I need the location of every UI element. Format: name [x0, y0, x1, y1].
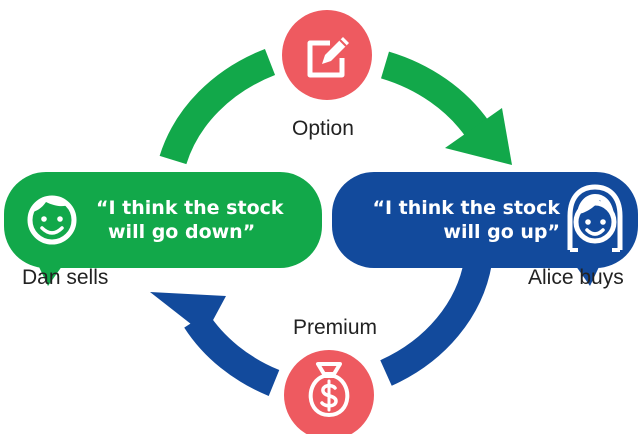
seller-quote: “I think the stock will go down” — [96, 196, 284, 244]
blue-arc-buyer-to-premium — [380, 259, 492, 386]
option-node — [282, 10, 372, 100]
green-arc-option-to-buyer — [380, 51, 490, 139]
buyer-quote-line2: will go up” — [443, 221, 560, 243]
buyer-name-label: Alice buys — [528, 266, 624, 289]
green-arc-seller-to-option — [159, 48, 276, 165]
buyer-speech-bubble — [332, 172, 638, 286]
blue-arrow-head — [150, 292, 226, 335]
buyer-quote: “I think the stock will go up” — [358, 196, 560, 244]
money-bag-icon — [308, 362, 350, 417]
smiling-man-icon — [27, 195, 77, 245]
seller-quote-line1: “I think the stock — [96, 197, 284, 219]
buyer-quote-line1: “I think the stock — [372, 197, 560, 219]
premium-label: Premium — [293, 316, 378, 339]
seller-speech-bubble — [4, 172, 322, 286]
seller-quote-line2: will go down” — [108, 221, 256, 243]
smiling-woman-icon — [567, 184, 623, 252]
edit-document-icon — [307, 37, 349, 78]
seller-name-label: Dan sells — [22, 266, 109, 289]
premium-node — [284, 350, 374, 434]
option-label: Option — [292, 117, 354, 140]
green-arrow-head — [445, 108, 512, 165]
